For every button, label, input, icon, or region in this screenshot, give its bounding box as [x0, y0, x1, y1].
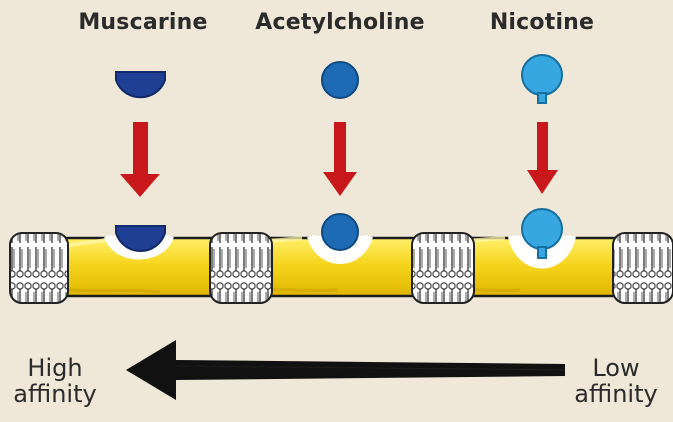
acetylcholine-bound-ligand — [322, 214, 358, 250]
label-acetylcholine: Acetylcholine — [255, 10, 424, 35]
muscarine-arrow — [120, 122, 160, 197]
high-affinity-label: High affinity — [7, 355, 103, 407]
high-affinity-line-1: High — [7, 355, 103, 381]
high-affinity-line-2: affinity — [7, 381, 103, 407]
acetylcholine-arrow — [323, 122, 357, 196]
muscarine-free-ligand — [116, 72, 165, 97]
muscarine-pathway — [108, 72, 170, 256]
low-affinity-line-1: Low — [566, 355, 666, 381]
nicotine-pathway — [512, 55, 572, 265]
low-affinity-label: Low affinity — [566, 355, 666, 407]
affinity-arrow — [126, 340, 565, 400]
low-affinity-line-2: affinity — [566, 381, 666, 407]
lipid-bilayer-middle-right — [412, 233, 474, 303]
label-muscarine: Muscarine — [78, 10, 207, 35]
lipid-bilayer-left — [10, 233, 68, 303]
lipid-bilayer-middle-left — [210, 233, 272, 303]
nicotine-arrow — [527, 122, 558, 194]
lipid-bilayer-right — [613, 233, 673, 303]
label-nicotine: Nicotine — [490, 10, 594, 35]
acetylcholine-free-ligand — [322, 62, 358, 98]
acetylcholine-pathway — [311, 62, 369, 260]
nicotine-free-ligand — [522, 55, 562, 103]
